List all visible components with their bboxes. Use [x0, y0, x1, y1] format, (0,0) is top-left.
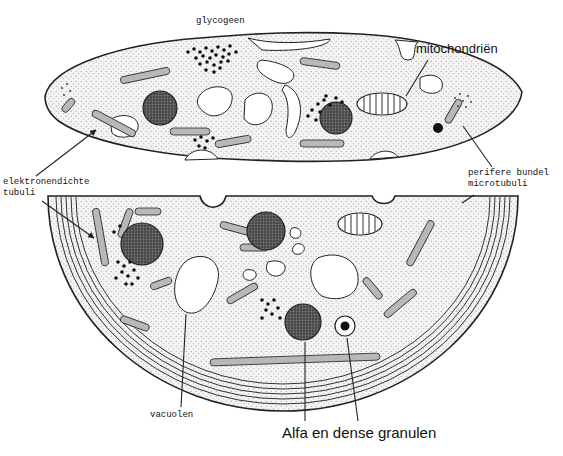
part-label: vacuolen	[150, 410, 193, 421]
top-cell	[45, 33, 522, 162]
part-label: perifere bundel microtubuli	[468, 168, 558, 190]
label-holder: perifere bundel microtubuli	[468, 168, 558, 190]
label-holder: Alfa en dense granulen	[282, 424, 436, 441]
part-label: mitochondriën	[416, 42, 498, 57]
label-holder: elektronendichte tubuli	[3, 177, 97, 199]
part-label: Alfa en dense granulen	[282, 424, 436, 441]
label-holder: glycogeen	[196, 16, 245, 27]
label-holder: mitochondriën	[416, 42, 498, 57]
label-holder: vacuolen	[150, 410, 193, 421]
leader-lines	[36, 60, 492, 421]
part-label: glycogeen	[196, 16, 245, 27]
part-label: elektronendichte tubuli	[3, 177, 97, 199]
bottom-cell	[48, 196, 518, 411]
